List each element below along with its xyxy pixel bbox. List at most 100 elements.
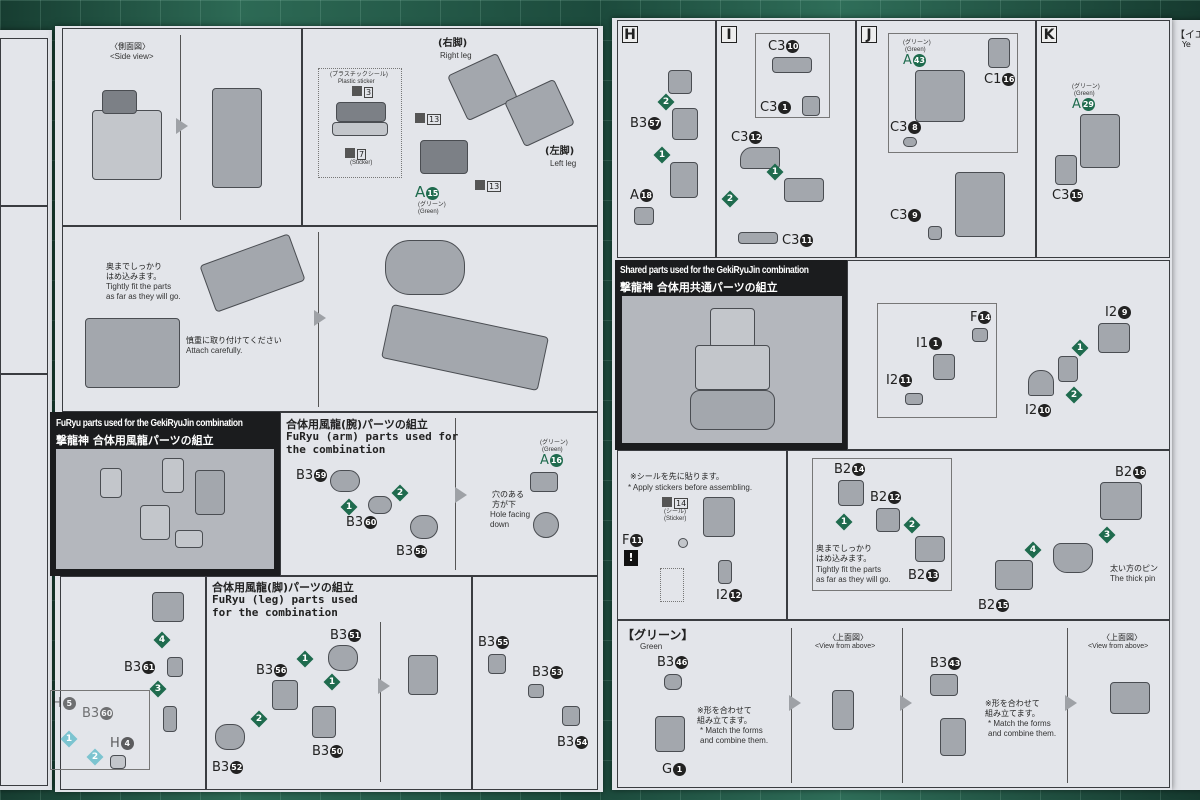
part-drawing bbox=[928, 226, 942, 240]
side-view-jp: 〈側面図〉 bbox=[110, 42, 150, 51]
step-marker: 4 bbox=[1026, 543, 1040, 557]
next-step-arrow-icon bbox=[378, 678, 390, 694]
partial-panel bbox=[0, 38, 48, 206]
part-drawing bbox=[668, 70, 692, 94]
part-drawing bbox=[664, 674, 682, 690]
right-partial-page: 【イエ Ye bbox=[1172, 20, 1200, 790]
part-drawing bbox=[703, 497, 735, 537]
side-view-en: <Side view> bbox=[110, 52, 154, 61]
thick-pin-en: The thick pin bbox=[1110, 574, 1156, 583]
detail-callout bbox=[888, 33, 1018, 153]
view-above-en: <View from above> bbox=[815, 643, 876, 650]
attach-carefully-en: Attach carefully. bbox=[186, 346, 243, 355]
arm-title-jp: 合体用風龍(腕)パーツの組立 bbox=[286, 418, 428, 431]
color-jp: (グリーン) bbox=[1072, 84, 1100, 90]
color-jp: (グリーン) bbox=[418, 202, 446, 208]
furyu-header-jp: 撃龍神 合体用風龍パーツの組立 bbox=[56, 434, 214, 447]
step-marker: 1 bbox=[62, 732, 76, 746]
part-drawing bbox=[930, 674, 958, 696]
part-drawing bbox=[528, 684, 544, 698]
part-drawing bbox=[102, 90, 137, 114]
part-drawing bbox=[955, 172, 1005, 237]
detail-callout bbox=[812, 458, 952, 591]
shared-header-jp: 撃龍神 合体用共通パーツの組立 bbox=[620, 281, 778, 294]
part-drawing bbox=[672, 108, 698, 140]
next-step-arrow-icon bbox=[455, 487, 467, 503]
partial-panel bbox=[0, 374, 48, 786]
color-en: (Green) bbox=[542, 447, 563, 453]
part-drawing bbox=[988, 38, 1010, 68]
step-marker: 1 bbox=[325, 675, 339, 689]
part-drawing bbox=[332, 122, 388, 136]
left-leg-en: Left leg bbox=[550, 159, 577, 168]
arm-title-en: FuRyu (arm) parts used for the combinati… bbox=[286, 430, 459, 456]
detail-callout bbox=[877, 303, 997, 418]
part-drawing bbox=[1110, 682, 1150, 714]
part-drawing bbox=[876, 508, 900, 532]
part-drawing bbox=[215, 724, 245, 750]
warning-icon: ! bbox=[624, 550, 638, 566]
step-marker: 3 bbox=[1100, 528, 1114, 542]
part-drawing bbox=[838, 480, 864, 506]
part-drawing bbox=[85, 318, 180, 388]
part-drawing bbox=[330, 470, 360, 492]
step-marker: 1 bbox=[1073, 341, 1087, 355]
step-marker: 1 bbox=[768, 165, 782, 179]
step-i-label: I bbox=[721, 26, 737, 43]
step-marker: 1 bbox=[655, 148, 669, 162]
part-drawing bbox=[905, 393, 923, 405]
part-drawing bbox=[710, 308, 755, 348]
part-drawing bbox=[832, 690, 854, 730]
part-drawing bbox=[140, 505, 170, 540]
edge-subtitle: Ye bbox=[1182, 40, 1191, 49]
green-title-jp: 【グリーン】 bbox=[622, 628, 694, 642]
sticker-detail-box bbox=[318, 68, 402, 178]
plastic-sticker-en: Plastic sticker bbox=[338, 79, 375, 85]
furyu-header-en: FuRyu parts used for the GekiRyuJin comb… bbox=[56, 418, 243, 429]
part-drawing bbox=[772, 57, 812, 73]
part-drawing bbox=[1053, 543, 1093, 573]
sticker-note-jp: ※シールを先に貼ります。 bbox=[630, 472, 724, 481]
match-jp: ※形を合わせて組み立てます。 bbox=[985, 699, 1040, 718]
partial-panel bbox=[0, 206, 48, 374]
color-en: (Green) bbox=[418, 209, 439, 215]
detail-callout bbox=[50, 690, 150, 770]
tight-fit-jp: 奥までしっかりはめ込みます。 bbox=[106, 262, 162, 281]
part-drawing bbox=[410, 515, 438, 539]
part-drawing bbox=[167, 657, 183, 677]
sticker-label: 7 bbox=[345, 148, 367, 160]
color-en: (Green) bbox=[1074, 91, 1095, 97]
sticker-detail-box bbox=[660, 568, 684, 602]
part-drawing bbox=[152, 592, 184, 622]
shared-header-en: Shared parts used for the GekiRyuJin com… bbox=[620, 265, 809, 276]
part-drawing bbox=[995, 560, 1033, 590]
part-drawing bbox=[678, 538, 688, 548]
part-drawing bbox=[690, 390, 775, 430]
part-drawing bbox=[368, 496, 392, 514]
left-partial-page bbox=[0, 30, 52, 790]
part-drawing bbox=[408, 655, 438, 695]
part-drawing bbox=[940, 718, 966, 756]
